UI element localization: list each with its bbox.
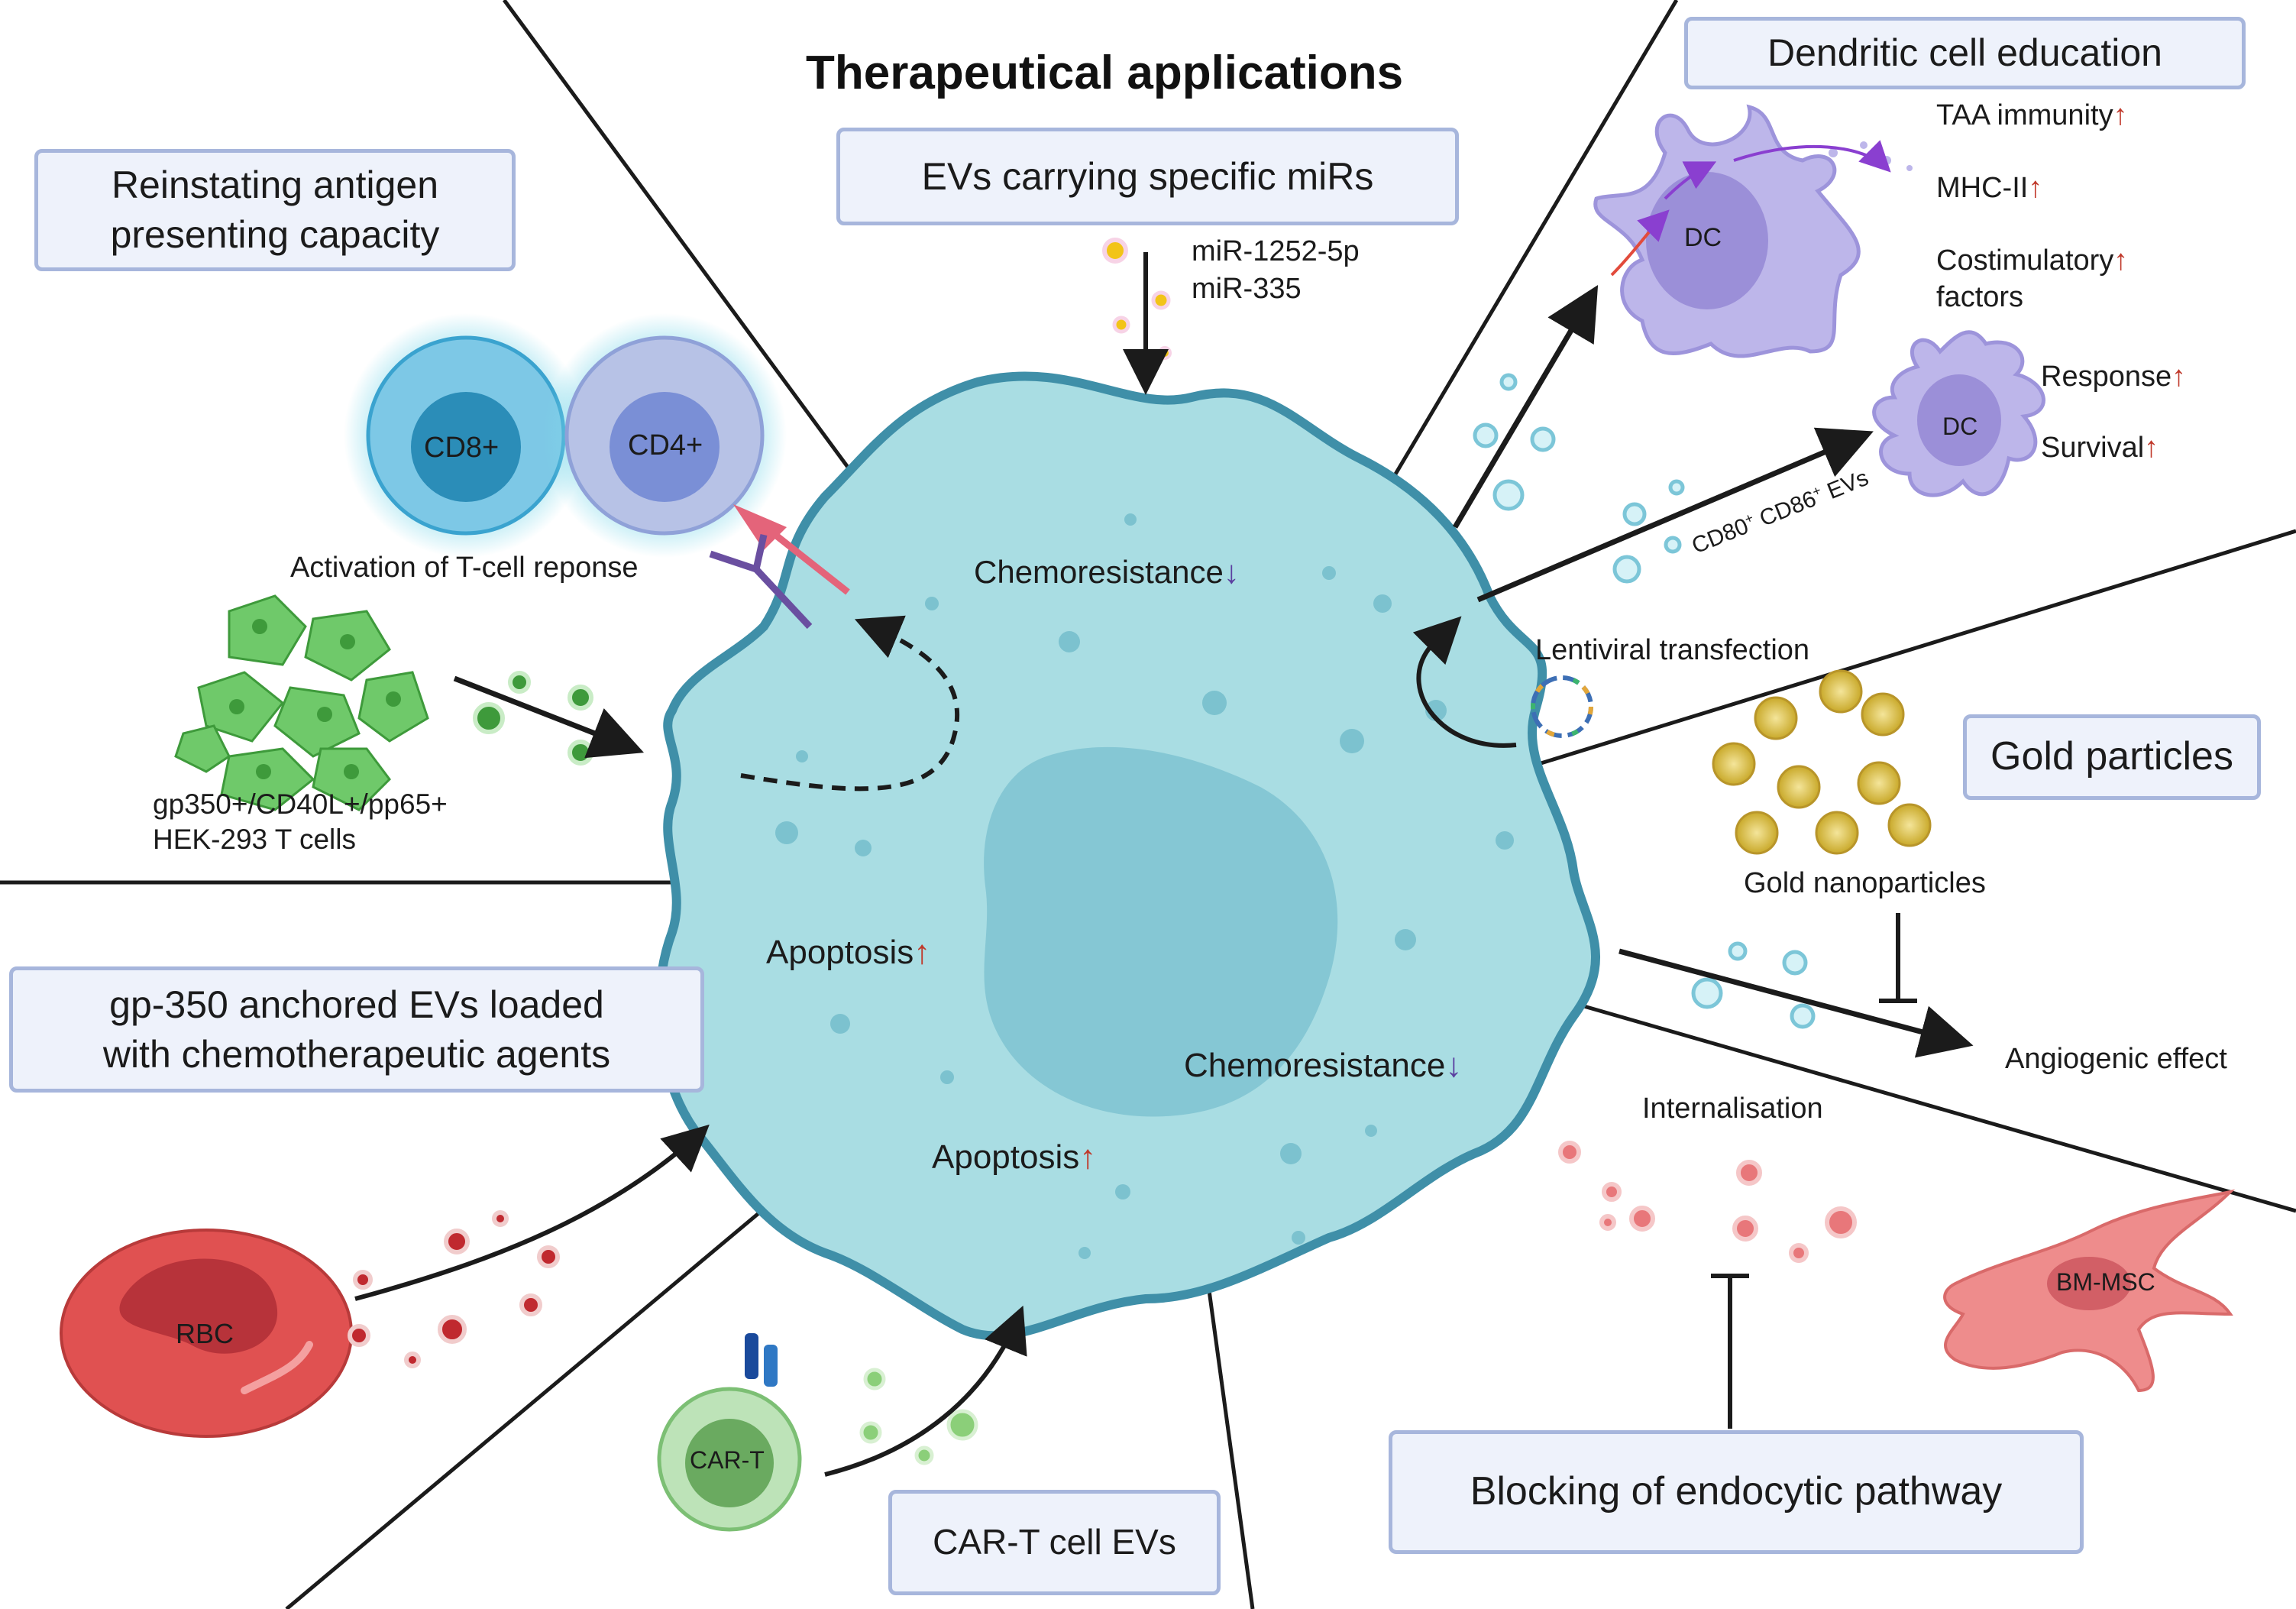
up-arrow-icon: ↑: [2113, 99, 2128, 131]
box-reinstating: Reinstating antigen presenting capacity: [34, 149, 516, 271]
rbc-evs: [348, 1210, 560, 1368]
box-gp350-line1: gp-350 anchored EVs loaded: [109, 983, 604, 1026]
response-label: Response↑: [2041, 361, 2186, 393]
survival-text: Survival: [2041, 432, 2145, 464]
hek-cells-icon: [174, 594, 429, 811]
arrow-to-dc2: [1476, 427, 1874, 603]
cart-label: CAR-T: [690, 1446, 765, 1474]
mir-1252-label: miR-1252-5p: [1192, 235, 1360, 267]
cart-cell: [657, 1333, 802, 1532]
chemoresistance-top-text: Chemoresistance: [974, 554, 1224, 590]
lentiviral-label: Lentiviral transfection: [1535, 634, 1810, 666]
apoptosis-left-text: Apoptosis: [766, 934, 914, 971]
internalisation-label: Internalisation: [1642, 1093, 1823, 1125]
apoptosis-bottom-label: Apoptosis↑: [932, 1138, 1096, 1177]
arrow-angiogenic: [1619, 948, 1974, 1058]
diagram-title: Therapeutical applications: [806, 47, 1404, 99]
arrow-to-dc1: [1452, 284, 1599, 529]
box-gp350-line2: with chemotherapeutic agents: [102, 1032, 611, 1076]
antigen-pathway-arrow: [740, 615, 960, 792]
hek-evs: [453, 671, 645, 766]
cd8-label: CD8+: [424, 432, 500, 464]
chemoresistance-top-label: Chemoresistance↓: [974, 554, 1240, 591]
box-endocytic: Blocking of endocytic pathway: [1389, 1430, 2084, 1554]
survival-label: Survival↑: [2041, 432, 2159, 465]
box-cart-evs: CAR-T cell EVs: [888, 1490, 1221, 1595]
up-arrow-icon: ↑: [2144, 432, 2159, 464]
apoptosis-bottom-text: Apoptosis: [932, 1138, 1080, 1176]
down-arrow-icon: ↓: [1445, 1047, 1463, 1084]
gold-particles-icon: [1712, 669, 1932, 855]
box-reinstating-line2: presenting capacity: [110, 213, 440, 256]
up-arrow-icon: ↑: [2113, 244, 2129, 277]
taa-label: TAA immunity↑: [1936, 99, 2128, 132]
mir-335-label: miR-335: [1192, 273, 1302, 306]
costim-line2: factors: [1936, 280, 2024, 313]
hek-line1: gp350+/CD40L+/pp65+: [153, 788, 448, 820]
cart-evs: [859, 1368, 978, 1465]
lentiviral-arrow: [1412, 616, 1517, 748]
rbc-cell: [60, 1229, 353, 1438]
inhibition-endocytic: [1711, 1274, 1749, 1429]
t-cells: [344, 313, 787, 558]
response-text: Response: [2041, 361, 2172, 393]
mhc-label: MHC-II↑: [1936, 172, 2042, 205]
chemoresistance-bottom-text: Chemoresistance: [1184, 1047, 1446, 1084]
apoptosis-left-label: Apoptosis↑: [766, 934, 930, 972]
up-arrow-icon: ↑: [2028, 172, 2043, 204]
dendritic-cell-2: [1872, 330, 2045, 497]
dc-evs: [1473, 373, 1685, 584]
chemoresistance-bottom-label: Chemoresistance↓: [1184, 1047, 1462, 1085]
box-gold: Gold particles: [1963, 714, 2261, 800]
box-dendritic: Dendritic cell education: [1684, 17, 2246, 89]
internalisation-evs: [1558, 1141, 1857, 1263]
dendritic-cell-1: [1593, 104, 1913, 358]
mhc-text: MHC-II: [1936, 172, 2029, 204]
rbc-label: RBC: [176, 1318, 234, 1349]
box-gp350: gp-350 anchored EVs loaded with chemothe…: [9, 966, 704, 1093]
tumor-cell: [655, 371, 1601, 1341]
box-evs-mirs: EVs carrying specific miRs: [836, 128, 1459, 225]
activation-label: Activation of T-cell reponse: [290, 552, 639, 584]
bm-msc-label: BM-MSC: [2056, 1268, 2155, 1296]
hek-line2: HEK-293 T cells: [153, 824, 356, 856]
mir-evs: [1102, 238, 1172, 395]
gold-evs: [1691, 941, 1816, 1029]
gold-nanoparticles-label: Gold nanoparticles: [1744, 867, 1986, 899]
costim-label: Costimulatory↑ factors: [1936, 243, 2128, 316]
dc2-label: DC: [1942, 413, 1978, 440]
box-reinstating-line1: Reinstating antigen: [111, 163, 439, 206]
up-arrow-icon: ↑: [2171, 361, 2187, 393]
dc1-label: DC: [1684, 223, 1722, 252]
angiogenic-label: Angiogenic effect: [2005, 1043, 2227, 1075]
receptor-icon: [709, 504, 850, 630]
plasmid-icon: [1531, 675, 1593, 738]
up-arrow-icon: ↑: [914, 934, 931, 971]
arrow-rbc: [354, 1124, 710, 1301]
inhibition-gold: [1879, 913, 1917, 1003]
down-arrow-icon: ↓: [1223, 554, 1240, 590]
costim-line1: Costimulatory: [1936, 244, 2114, 277]
arrow-cart: [824, 1305, 1027, 1477]
hek-label: gp350+/CD40L+/pp65+ HEK-293 T cells: [153, 787, 448, 858]
cd4-label: CD4+: [628, 429, 703, 461]
mir-list: miR-1252-5p miR-335: [1192, 233, 1360, 309]
taa-text: TAA immunity: [1936, 99, 2113, 131]
up-arrow-icon: ↑: [1079, 1138, 1097, 1176]
